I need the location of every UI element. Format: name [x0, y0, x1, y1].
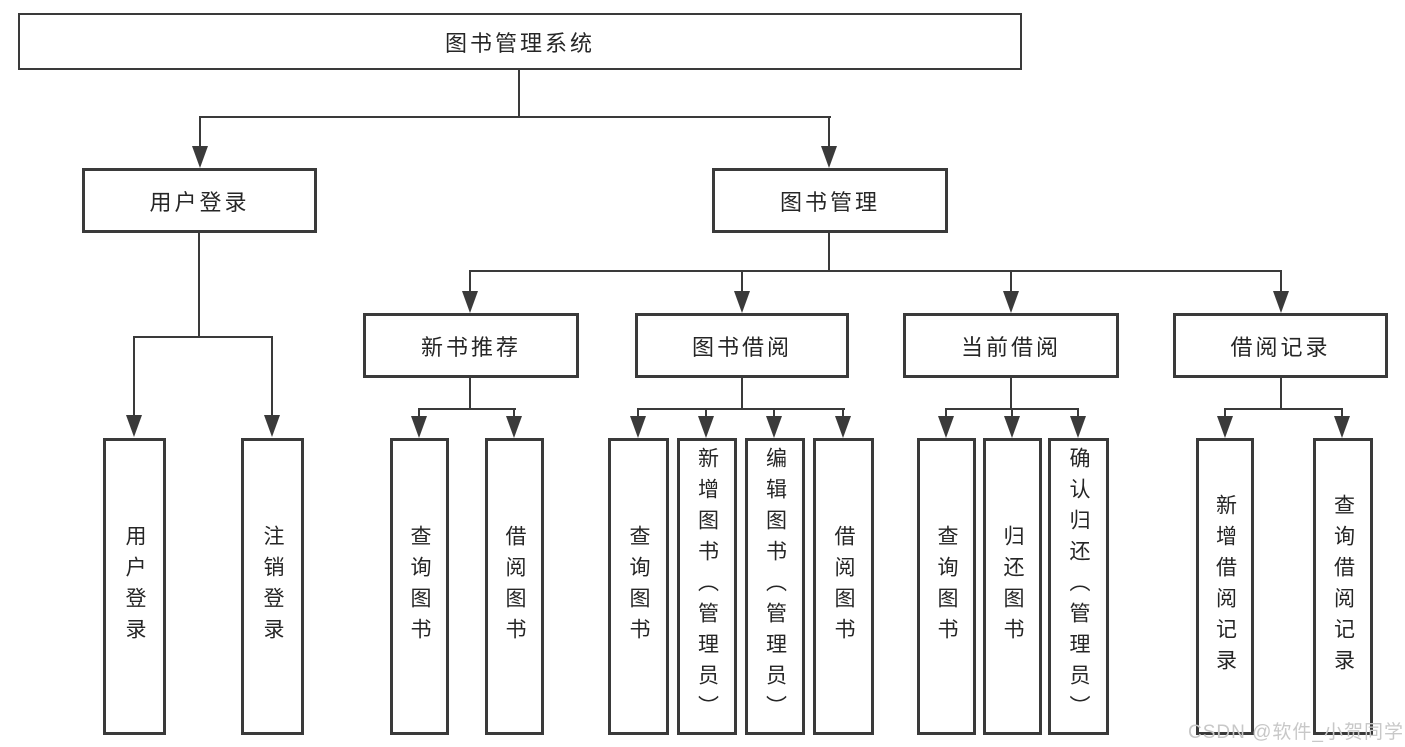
leaf-edit-books-admin: 编辑图书（管理员）	[745, 438, 805, 735]
node-new-book-recommend-label: 新书推荐	[420, 334, 521, 360]
connector-line	[945, 408, 947, 420]
connector-line	[1280, 270, 1282, 294]
connector-line	[1011, 408, 1013, 420]
arrow-down-icon	[630, 416, 646, 438]
leaf-query-books-recommend: 查询图书	[390, 438, 449, 735]
node-book-management: 图书管理	[712, 168, 948, 233]
leaf-query-books-current: 查询图书	[917, 438, 976, 735]
leaf-query-borrow-record: 查询借阅记录	[1313, 438, 1373, 735]
connector-line	[773, 408, 775, 420]
connector-line	[198, 233, 200, 338]
node-borrow-records-label: 借阅记录	[1230, 334, 1331, 360]
arrow-down-icon	[821, 146, 837, 168]
arrow-down-icon	[1334, 416, 1350, 438]
leaf-user-login: 用户登录	[103, 438, 166, 735]
connector-line	[469, 270, 1282, 272]
connector-line	[1077, 408, 1079, 420]
leaf-logout-label: 注销登录	[261, 524, 284, 649]
connector-line	[199, 116, 831, 118]
leaf-query-borrow-record-label: 查询借阅记录	[1331, 493, 1355, 680]
node-book-borrow: 图书借阅	[635, 313, 849, 378]
node-current-borrow-label: 当前借阅	[960, 334, 1061, 360]
connector-line	[741, 270, 743, 294]
leaf-return-books: 归还图书	[983, 438, 1042, 735]
node-root-label: 图书管理系统	[444, 30, 595, 56]
leaf-borrow-books-recommend: 借阅图书	[485, 438, 544, 735]
connector-line	[637, 408, 639, 420]
leaf-logout: 注销登录	[241, 438, 304, 735]
leaf-add-borrow-record: 新增借阅记录	[1196, 438, 1254, 735]
connector-line	[199, 116, 201, 150]
arrow-down-icon	[1004, 416, 1020, 438]
arrow-down-icon	[264, 415, 280, 437]
arrow-down-icon	[1273, 291, 1289, 313]
connector-line	[133, 336, 135, 418]
connector-line	[469, 270, 471, 294]
leaf-add-books-admin: 新增图书（管理员）	[677, 438, 737, 735]
leaf-query-books-borrow-label: 查询图书	[627, 524, 650, 649]
connector-line	[133, 336, 273, 338]
connector-line	[469, 378, 471, 410]
connector-line	[1341, 408, 1343, 420]
arrow-down-icon	[1003, 291, 1019, 313]
connector-line	[1010, 378, 1012, 410]
leaf-borrow-books-label: 借阅图书	[832, 524, 855, 649]
leaf-return-books-label: 归还图书	[1001, 524, 1024, 649]
node-book-borrow-label: 图书借阅	[691, 334, 792, 360]
arrow-down-icon	[734, 291, 750, 313]
arrow-down-icon	[411, 416, 427, 438]
node-new-book-recommend: 新书推荐	[363, 313, 579, 378]
leaf-edit-books-admin-label: 编辑图书（管理员）	[763, 447, 787, 726]
node-borrow-records: 借阅记录	[1173, 313, 1388, 378]
node-user-login: 用户登录	[82, 168, 317, 233]
arrow-down-icon	[462, 291, 478, 313]
arrow-down-icon	[835, 416, 851, 438]
connector-line	[518, 70, 520, 118]
leaf-add-books-admin-label: 新增图书（管理员）	[695, 447, 719, 726]
arrow-down-icon	[938, 416, 954, 438]
leaf-query-books-recommend-label: 查询图书	[408, 524, 431, 649]
arrow-down-icon	[766, 416, 782, 438]
node-book-management-label: 图书管理	[779, 189, 880, 215]
arrow-down-icon	[1217, 416, 1233, 438]
connector-line	[418, 408, 420, 420]
connector-line	[271, 336, 273, 418]
connector-line	[842, 408, 844, 420]
connector-line	[1224, 408, 1343, 410]
node-user-login-label: 用户登录	[149, 189, 250, 215]
leaf-add-borrow-record-label: 新增借阅记录	[1213, 493, 1237, 680]
connector-line	[1224, 408, 1226, 420]
connector-line	[828, 116, 830, 150]
leaf-query-books-current-label: 查询图书	[935, 524, 958, 649]
connector-line	[1280, 378, 1282, 410]
connector-line	[1010, 270, 1012, 294]
node-current-borrow: 当前借阅	[903, 313, 1119, 378]
arrow-down-icon	[1070, 416, 1086, 438]
connector-line	[741, 378, 743, 410]
connector-line	[418, 408, 516, 410]
leaf-confirm-return-admin: 确认归还（管理员）	[1048, 438, 1109, 735]
arrow-down-icon	[192, 146, 208, 168]
connector-line	[513, 408, 515, 420]
connector-line	[705, 408, 707, 420]
leaf-borrow-books: 借阅图书	[813, 438, 874, 735]
connector-line	[828, 233, 830, 272]
leaf-borrow-books-recommend-label: 借阅图书	[503, 524, 526, 649]
csdn-watermark: CSDN @软件_小贺同学	[1188, 722, 1404, 743]
leaf-query-books-borrow: 查询图书	[608, 438, 669, 735]
leaf-confirm-return-admin-label: 确认归还（管理员）	[1067, 447, 1090, 726]
leaf-user-login-label: 用户登录	[123, 524, 146, 649]
arrow-down-icon	[506, 416, 522, 438]
arrow-down-icon	[698, 416, 714, 438]
node-root: 图书管理系统	[18, 13, 1022, 70]
connector-line	[637, 408, 845, 410]
arrow-down-icon	[126, 415, 142, 437]
